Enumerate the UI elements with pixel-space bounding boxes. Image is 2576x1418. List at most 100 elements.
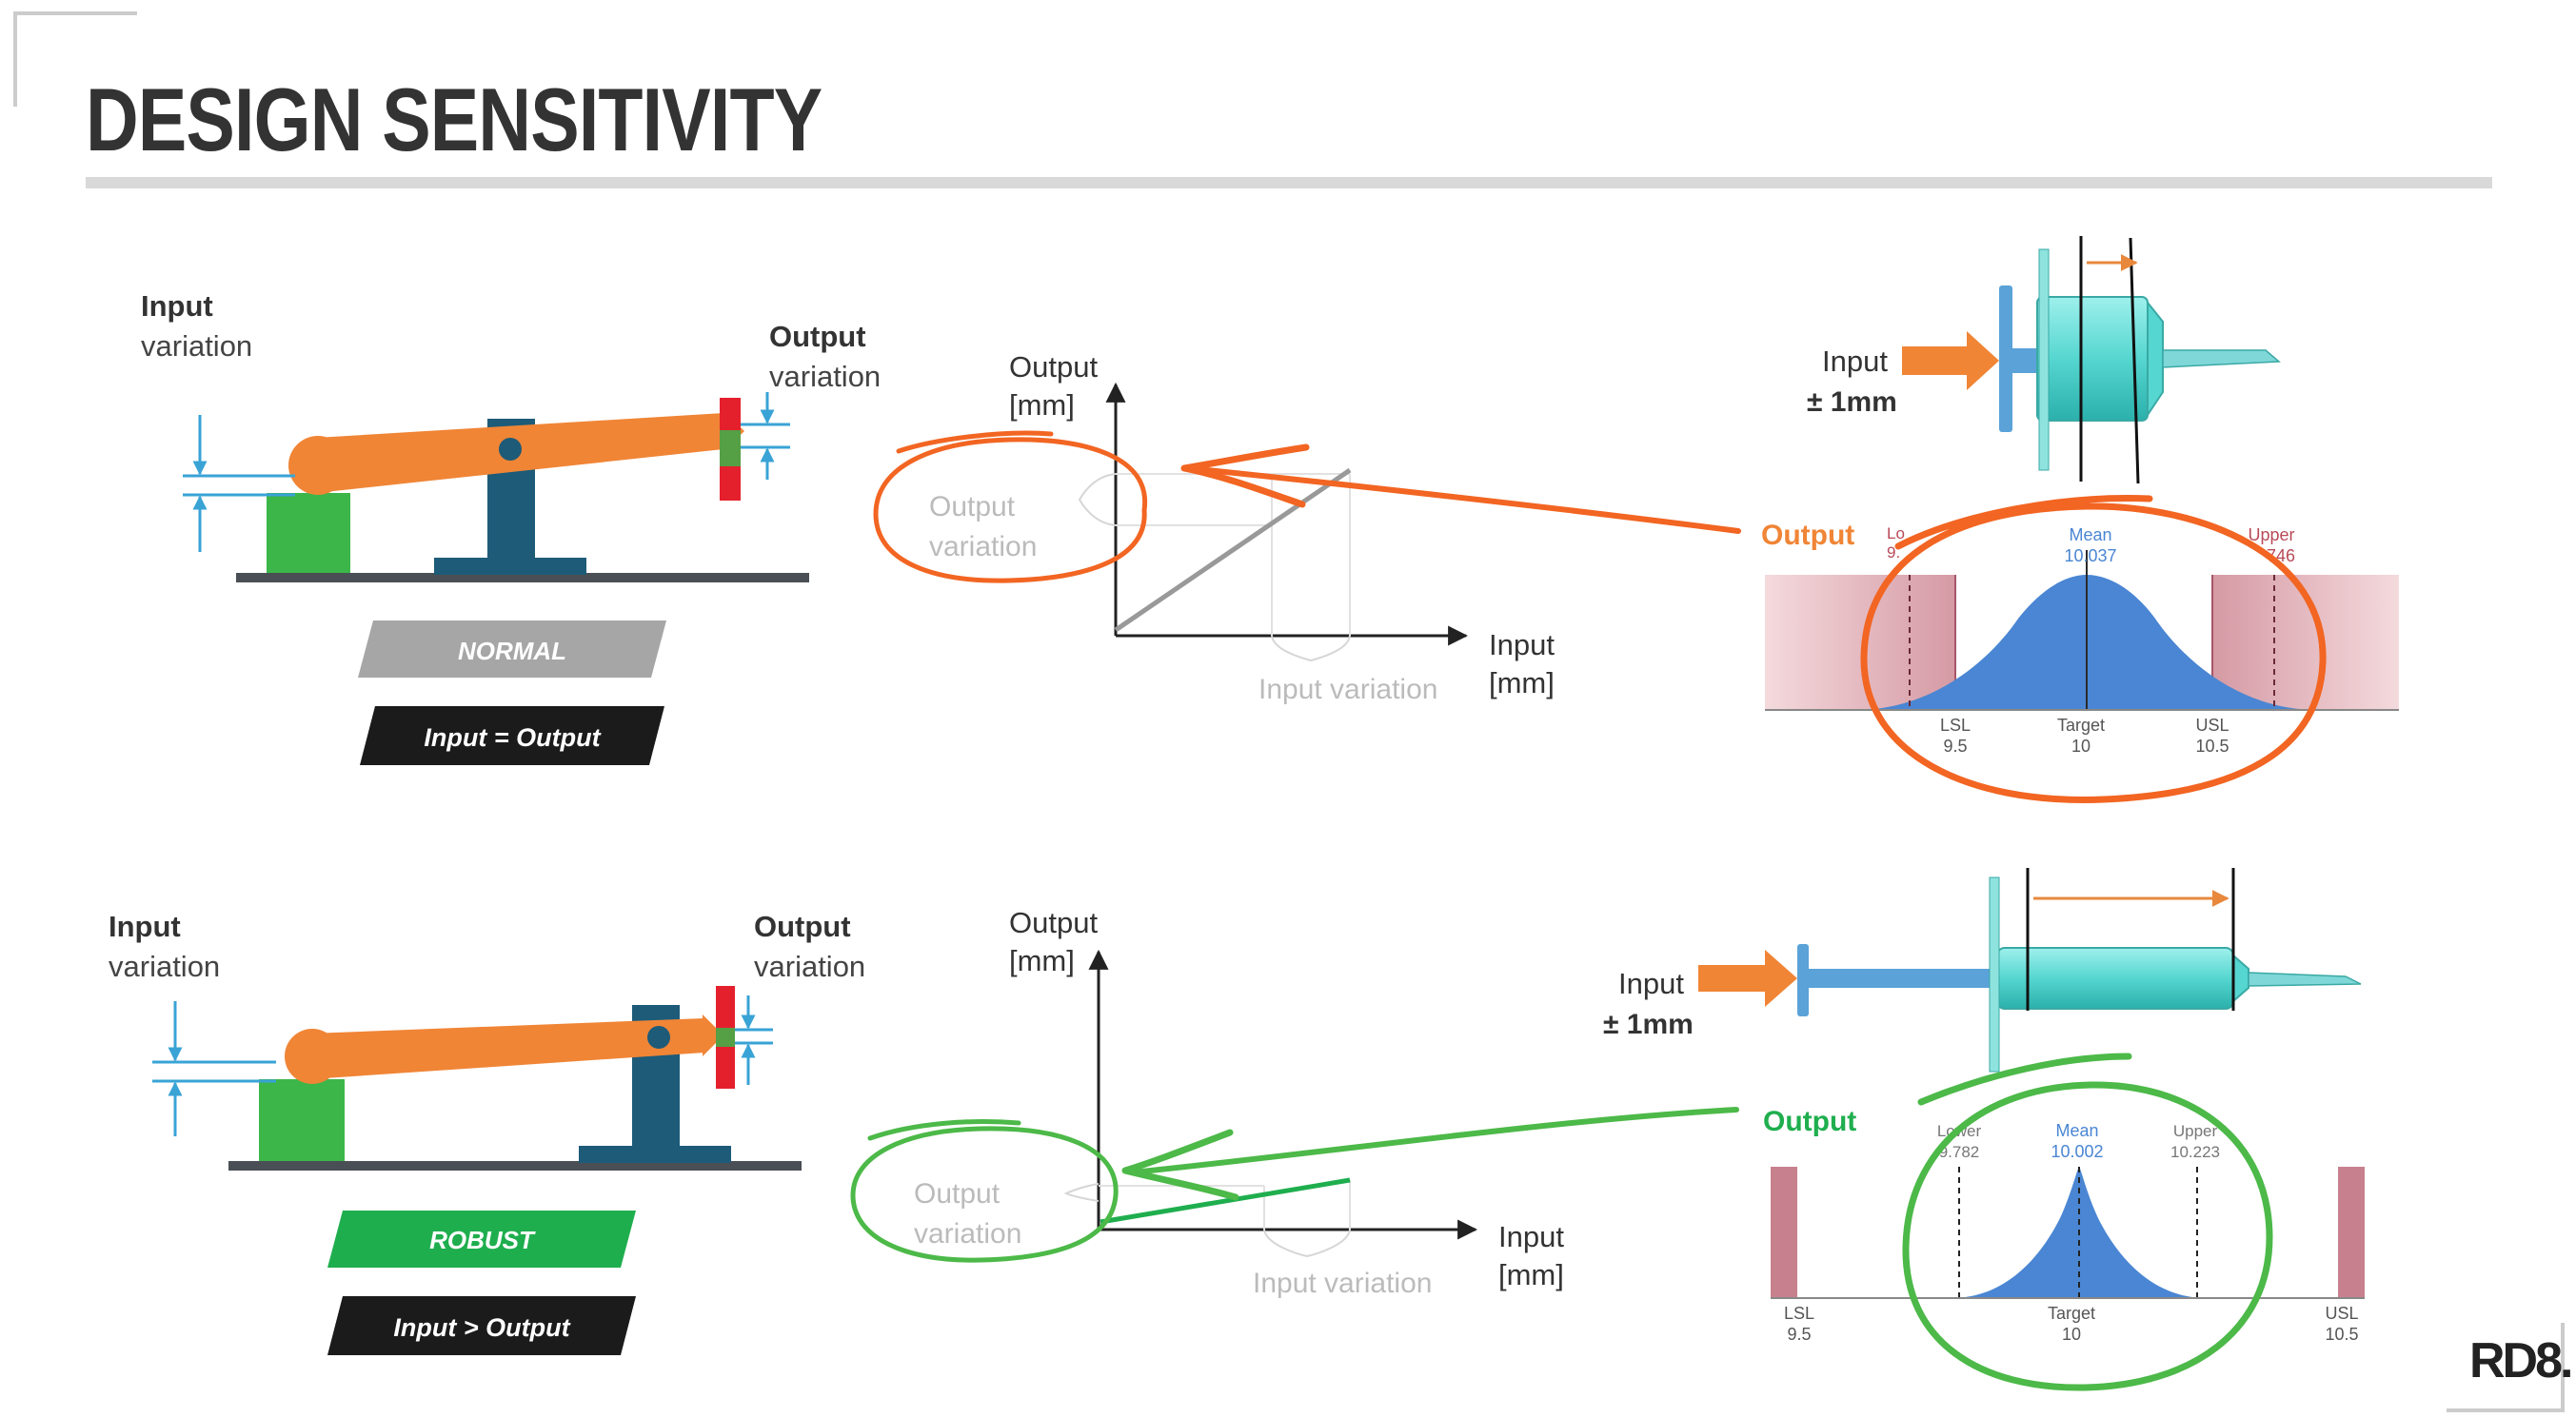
robust-device-illustration: Input ± 1mm: [1603, 868, 2362, 1073]
robust-device-barrel: [1996, 947, 2234, 1010]
robust-graph-x-unit: [mm]: [1498, 1258, 1564, 1291]
normal-ground-line: [236, 573, 809, 582]
normal-dist-mean-value: 10.037: [2064, 546, 2116, 565]
normal-dist-lsl-label: LSL: [1940, 716, 1971, 735]
normal-graph-input-variation-label: Input variation: [1258, 674, 1437, 705]
normal-output-subtitle: variation: [769, 360, 881, 393]
robust-dist-output-label: Output: [1763, 1106, 1856, 1137]
normal-input-subtitle: variation: [141, 329, 252, 363]
robust-device-input-arrow-body: [1698, 965, 1767, 992]
normal-lever-diagram: Input variation Output variation: [141, 289, 881, 765]
normal-dist-mean-label: Mean: [2069, 525, 2111, 544]
normal-dist-target-value: 10: [2071, 737, 2091, 756]
normal-device-illustration: Input ± 1mm: [1807, 236, 2281, 484]
normal-annotations: [873, 430, 2327, 803]
robust-dist-mean-label: Mean: [2055, 1121, 2098, 1140]
normal-graph-y-label: Output: [1009, 350, 1098, 384]
normal-dist-upper-label: Upper: [2248, 525, 2294, 544]
robust-annotation-arrow-shaft: [1130, 1107, 1739, 1175]
normal-device-input-arrow-head: [1967, 331, 1999, 390]
normal-dist-reject-left: [1765, 575, 1955, 710]
robust-pivot-bolt: [647, 1026, 670, 1049]
normal-lever-end: [288, 436, 347, 495]
normal-graph-transfer-line: [1114, 467, 1352, 633]
robust-annotation-arrow-head: [1121, 1129, 1239, 1201]
normal-dist-target-label: Target: [2057, 716, 2105, 735]
normal-device-plunger-head: [1999, 286, 2012, 432]
robust-output-title: Output: [754, 910, 851, 943]
normal-graph-input-bell: [1271, 635, 1351, 662]
robust-device-needle: [2248, 972, 2362, 987]
normal-graph-output-bell: [1078, 473, 1117, 526]
normal-relation-text: Input = Output: [424, 723, 601, 752]
normal-dist-lower-label: Lo: [1887, 524, 1905, 542]
normal-graph-y-unit: [mm]: [1009, 388, 1075, 422]
robust-device-input-arrow-head: [1765, 950, 1797, 1007]
robust-device-input-label: Input: [1618, 967, 1684, 1000]
normal-device-nozzle-cone: [2147, 300, 2164, 419]
robust-graph-input-bell: [1263, 1229, 1351, 1258]
robust-badge-text: ROBUST: [429, 1226, 536, 1254]
normal-graph-output-variation-label: Output: [929, 491, 1016, 522]
normal-device-barrel: [2036, 296, 2149, 422]
normal-output-variation-circle: [873, 430, 1148, 583]
robust-relation-badge: [327, 1296, 636, 1355]
robust-graph-transfer-line: [1100, 1177, 1351, 1225]
robust-dist-lsl-label: LSL: [1784, 1304, 1814, 1323]
robust-graph-y-unit: [mm]: [1009, 944, 1075, 977]
robust-relation-text: Input > Output: [393, 1313, 570, 1342]
robust-lever-diagram: Input variation Output variation ROBUST: [109, 910, 865, 1355]
normal-dist-usl-value: 10.5: [2195, 737, 2229, 756]
normal-dist-output-label: Output: [1761, 520, 1854, 551]
normal-output-title: Output: [769, 320, 866, 353]
normal-annotation-arrow-shaft: [1187, 465, 1741, 534]
normal-dist-usl-label: USL: [2195, 716, 2229, 735]
normal-pivot-bolt: [499, 438, 522, 461]
robust-dist-target-value: 10: [2062, 1325, 2081, 1344]
robust-distribution-circle: [1902, 1053, 2273, 1391]
normal-relation-badge: [360, 706, 664, 765]
robust-lever-end: [285, 1029, 340, 1084]
robust-dist-lsl-band: [1771, 1167, 1797, 1298]
normal-distribution-circle: [1860, 495, 2327, 803]
normal-green-block: [267, 493, 350, 573]
robust-dist-upper-value: 10.223: [2170, 1143, 2220, 1161]
robust-graph-output-variation-label: Output: [914, 1178, 1001, 1210]
normal-device-plunger-rod: [2009, 348, 2041, 373]
robust-input-title: Input: [109, 910, 181, 943]
robust-output-subtitle: variation: [754, 950, 865, 983]
normal-device-input-arrow-body: [1902, 346, 1969, 375]
robust-dist-usl-label: USL: [2325, 1304, 2358, 1323]
normal-device-input-label: Input: [1822, 345, 1888, 378]
normal-annotation-arrow-head: [1180, 443, 1310, 508]
robust-device-plunger-rod: [1807, 969, 1997, 988]
robust-device-flange: [1989, 876, 2000, 1073]
robust-graph-output-variation-sub: variation: [914, 1218, 1021, 1250]
normal-badge-text: NORMAL: [458, 637, 566, 665]
normal-graph-output-variation-sub: variation: [929, 531, 1037, 562]
normal-graph-x-unit: [mm]: [1489, 666, 1555, 699]
robust-dist-lower-value: 9.782: [1939, 1143, 1980, 1161]
robust-annotations: [850, 1053, 2273, 1391]
normal-output-target-zone: [720, 430, 741, 466]
normal-pillar-base: [434, 558, 586, 575]
corner-mark-top-left: [13, 11, 137, 107]
brand-logo: RD8.: [2469, 1333, 2573, 1388]
robust-output-variation-circle: [850, 1119, 1119, 1263]
robust-graph-input-variation-label: Input variation: [1253, 1268, 1432, 1299]
robust-graph-y-label: Output: [1009, 906, 1098, 939]
robust-device-input-tolerance: ± 1mm: [1603, 1009, 1694, 1040]
robust-output-target-zone: [716, 1028, 735, 1047]
robust-input-subtitle: variation: [109, 950, 220, 983]
robust-dist-usl-value: 10.5: [2325, 1325, 2358, 1344]
normal-input-title: Input: [141, 289, 213, 323]
normal-dist-lsl-value: 9.5: [1943, 737, 1967, 756]
robust-io-graph: Output [mm] Input [mm] Output variation …: [914, 906, 1564, 1299]
robust-output-distribution: Output Lower 9.782 Mean 10.002 Upper 10.…: [1763, 1106, 2365, 1344]
robust-lever-tip: [703, 1014, 723, 1056]
robust-lever-arm: [310, 1018, 704, 1079]
robust-ground-line: [228, 1161, 802, 1171]
robust-dist-mean-value: 10.002: [2051, 1142, 2103, 1161]
